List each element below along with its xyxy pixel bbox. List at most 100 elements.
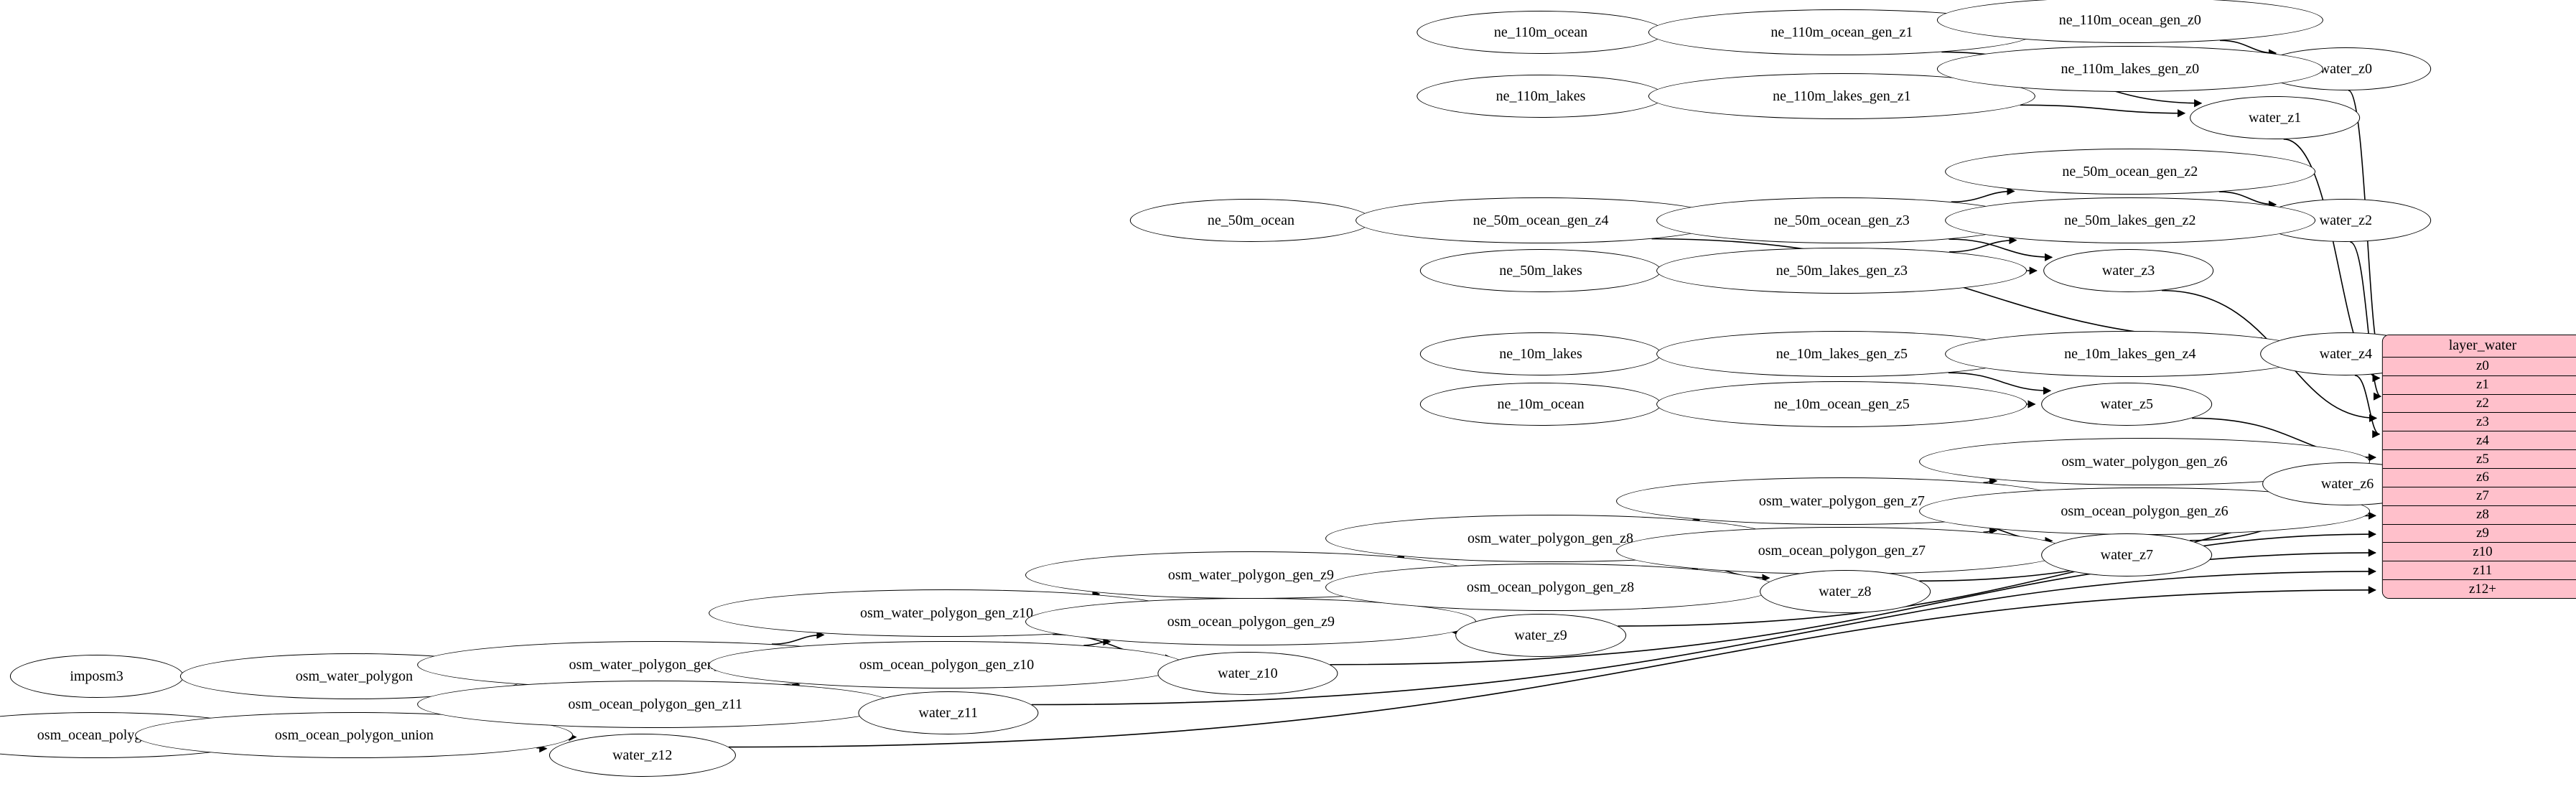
- graph-node-osm_ocean_polygon_gen_z9[interactable]: osm_ocean_polygon_gen_z9: [1025, 598, 1477, 645]
- graph-node-label: osm_ocean_polygon_gen_z11: [568, 696, 742, 712]
- graph-node-label: water_z11: [918, 705, 979, 721]
- edge-osm_water_polygon_gen_z11-to-osm_water_polygon_gen_z10: [771, 630, 825, 645]
- graph-node-osm_ocean_polygon_gen_z10[interactable]: osm_ocean_polygon_gen_z10: [708, 641, 1185, 688]
- graph-node-label: water_z3: [2101, 263, 2155, 279]
- graph-node-label: water_z9: [1514, 627, 1567, 643]
- graph-node-water_z5[interactable]: water_z5: [2041, 383, 2213, 426]
- graph-node-label: water_z4: [2319, 346, 2372, 362]
- table-row-z12+[interactable]: z12+: [2382, 579, 2576, 598]
- graph-node-label: osm_water_polygon_gen_z11: [569, 657, 742, 673]
- graph-node-label: water_z5: [2100, 396, 2153, 412]
- graph-node-label: ne_110m_ocean: [1493, 24, 1588, 40]
- table-row-z8[interactable]: z8: [2382, 505, 2576, 524]
- graph-node-ne_50m_lakes_gen_z3[interactable]: ne_50m_lakes_gen_z3: [1656, 248, 2027, 294]
- graph-node-label: osm_water_polygon_gen_z10: [860, 605, 1034, 621]
- graph-node-ne_50m_ocean_gen_z2[interactable]: ne_50m_ocean_gen_z2: [1944, 149, 2315, 195]
- edge-water_z4-to-layer_water.z4: [2354, 375, 2381, 439]
- graph-node-ne_10m_ocean[interactable]: ne_10m_ocean: [1419, 383, 1662, 426]
- table-row-z6[interactable]: z6: [2382, 467, 2576, 487]
- graph-node-label: ne_50m_ocean_gen_z2: [2062, 164, 2198, 179]
- graph-node-label: ne_110m_ocean_gen_z1: [1770, 24, 1913, 40]
- graph-node-label: osm_water_polygon_gen_z7: [1758, 493, 1925, 509]
- table-row-z2[interactable]: z2: [2382, 393, 2576, 413]
- graph-node-label: ne_10m_lakes_gen_z4: [2064, 346, 2196, 362]
- graph-node-label: ne_50m_ocean: [1207, 213, 1294, 228]
- graph-node-label: ne_10m_ocean: [1497, 396, 1585, 412]
- graph-node-label: osm_ocean_polygon_gen_z8: [1466, 579, 1635, 595]
- graph-node-osm_ocean_polygon_gen_z7[interactable]: osm_ocean_polygon_gen_z7: [1616, 527, 2068, 574]
- graph-node-label: water_z2: [2319, 213, 2372, 228]
- graph-node-label: ne_110m_lakes_gen_z0: [2061, 61, 2200, 77]
- graph-node-label: water_z0: [2319, 61, 2372, 77]
- graph-node-label: osm_water_polygon_gen_z9: [1167, 567, 1334, 583]
- graph-node-ne_10m_ocean_gen_z5[interactable]: ne_10m_ocean_gen_z5: [1656, 381, 2027, 427]
- graph-node-label: ne_50m_lakes_gen_z2: [2064, 213, 2196, 228]
- graph-node-label: ne_110m_ocean_gen_z0: [2058, 12, 2201, 28]
- graph-node-ne_110m_lakes_gen_z0[interactable]: ne_110m_lakes_gen_z0: [1936, 46, 2323, 92]
- graph-node-label: osm_water_polygon_gen_z8: [1467, 531, 1634, 546]
- table-header: layer_water: [2382, 335, 2576, 357]
- edge-ne_110m_lakes_gen_z1-to-water_z1: [2020, 104, 2186, 118]
- graph-node-osm_water_polygon_gen_z6[interactable]: osm_water_polygon_gen_z6: [1919, 438, 2370, 485]
- table-row-z7[interactable]: z7: [2382, 486, 2576, 505]
- graph-node-label: osm_ocean_polygon_gen_z6: [2061, 503, 2229, 519]
- graph-node-ne_10m_lakes_gen_z4[interactable]: ne_10m_lakes_gen_z4: [1944, 331, 2315, 377]
- graph-node-label: osm_ocean_polygon_gen_z9: [1167, 614, 1335, 630]
- graph-node-osm_ocean_polygon_gen_z8[interactable]: osm_ocean_polygon_gen_z8: [1325, 564, 1776, 611]
- graph-node-water_z8[interactable]: water_z8: [1760, 570, 1931, 613]
- edge-ne_50m_lakes_gen_z3-to-ne_50m_lakes_gen_z2: [1949, 236, 2017, 253]
- table-row-z3[interactable]: z3: [2382, 412, 2576, 431]
- graph-node-label: ne_10m_lakes_gen_z5: [1775, 346, 1908, 362]
- graph-node-water_z0[interactable]: water_z0: [2260, 47, 2432, 90]
- graph-node-label: osm_ocean_polygon_gen_z7: [1758, 543, 1926, 559]
- table-row-z4[interactable]: z4: [2382, 431, 2576, 450]
- graph-node-label: osm_ocean_polygon: [37, 727, 157, 743]
- graph-node-water_z7[interactable]: water_z7: [2041, 533, 2213, 576]
- graph-node-osm_ocean_polygon_gen_z11[interactable]: osm_ocean_polygon_gen_z11: [416, 681, 894, 728]
- graph-node-label: ne_110m_lakes: [1495, 88, 1586, 104]
- table-row-z1[interactable]: z1: [2382, 375, 2576, 394]
- graph-node-label: imposm3: [70, 668, 123, 684]
- graph-node-ne_110m_ocean[interactable]: ne_110m_ocean: [1417, 11, 1665, 54]
- graph-node-imposm3[interactable]: imposm3: [9, 655, 184, 698]
- edge-ne_50m_ocean_gen_z3-to-ne_50m_ocean_gen_z2: [1951, 187, 2015, 202]
- table-row-z9[interactable]: z9: [2382, 523, 2576, 543]
- graph-node-ne_10m_lakes[interactable]: ne_10m_lakes: [1419, 332, 1662, 375]
- graph-node-label: ne_110m_lakes_gen_z1: [1773, 88, 1911, 104]
- graph-node-water_z10[interactable]: water_z10: [1157, 652, 1338, 695]
- graph-node-label: ne_50m_ocean_gen_z3: [1773, 213, 1910, 228]
- graph-node-label: osm_ocean_polygon_gen_z10: [859, 657, 1035, 673]
- graph-node-label: water_z10: [1218, 666, 1278, 681]
- graph-node-ne_50m_lakes[interactable]: ne_50m_lakes: [1419, 249, 1662, 292]
- graph-node-label: water_z8: [1819, 584, 1872, 599]
- graph-node-label: osm_water_polygon_gen_z6: [2061, 454, 2228, 470]
- graph-node-label: ne_50m_lakes_gen_z3: [1775, 263, 1908, 279]
- table-row-z11[interactable]: z11: [2382, 561, 2576, 580]
- table-row-z10[interactable]: z10: [2382, 542, 2576, 561]
- graph-node-label: ne_50m_lakes: [1499, 263, 1582, 279]
- graph-node-ne_110m_ocean_gen_z0[interactable]: ne_110m_ocean_gen_z0: [1936, 0, 2323, 43]
- graph-node-water_z9[interactable]: water_z9: [1455, 614, 1626, 657]
- graph-node-label: osm_ocean_polygon_union: [274, 727, 434, 743]
- graph-node-water_z12[interactable]: water_z12: [549, 734, 736, 777]
- graph-node-water_z11[interactable]: water_z11: [858, 691, 1039, 734]
- graph-node-label: water_z1: [2248, 110, 2302, 126]
- edge-osm_ocean_polygon_gen_z10-to-osm_ocean_polygon_gen_z9: [1083, 638, 1111, 646]
- graph-node-ne_50m_lakes_gen_z2[interactable]: ne_50m_lakes_gen_z2: [1944, 197, 2315, 243]
- graph-node-label: ne_10m_ocean_gen_z5: [1773, 396, 1910, 412]
- graph-node-ne_50m_ocean[interactable]: ne_50m_ocean: [1130, 199, 1372, 242]
- graph-node-label: water_z12: [612, 747, 673, 763]
- graph-node-water_z1[interactable]: water_z1: [2189, 96, 2361, 139]
- graph-node-label: ne_50m_ocean_gen_z4: [1473, 213, 1609, 228]
- graph-node-water_z3[interactable]: water_z3: [2043, 249, 2214, 292]
- table-row-z0[interactable]: z0: [2382, 356, 2576, 375]
- graph-node-label: ne_10m_lakes: [1499, 346, 1582, 362]
- edge-osm_ocean_polygon_union-to-water_z12: [536, 744, 548, 753]
- graph-node-label: water_z6: [2320, 476, 2374, 492]
- graph-node-osm_ocean_polygon_gen_z6[interactable]: osm_ocean_polygon_gen_z6: [1919, 487, 2370, 535]
- graph-node-ne_110m_lakes[interactable]: ne_110m_lakes: [1417, 75, 1665, 118]
- graph-node-label: water_z7: [2100, 547, 2153, 563]
- table-row-z5[interactable]: z5: [2382, 449, 2576, 468]
